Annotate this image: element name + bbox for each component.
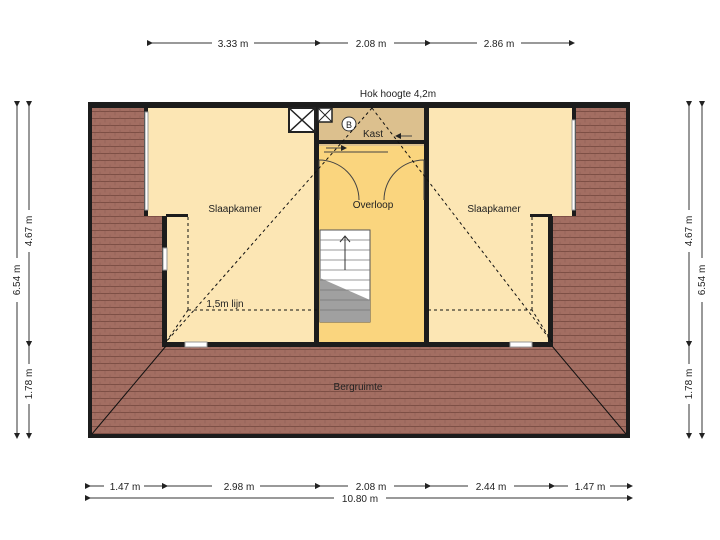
ventilation-box-icon bbox=[288, 107, 333, 133]
dim-bottom-2: 2.98 m bbox=[224, 482, 255, 493]
dim-bottom-1: 1.47 m bbox=[110, 482, 141, 493]
kast-area bbox=[318, 108, 428, 146]
staircase-icon bbox=[319, 229, 371, 323]
dim-right-total: 6.54 m bbox=[697, 265, 708, 296]
annotation-15m-lijn: 1,5m lijn bbox=[206, 299, 243, 310]
dim-left-upper: 4.67 m bbox=[24, 216, 35, 247]
slaapkamer-right-area bbox=[428, 108, 574, 342]
slaapkamer-left-area bbox=[148, 108, 318, 342]
bergruimte-area bbox=[88, 346, 630, 438]
dim-top-1: 3.33 m bbox=[218, 39, 249, 50]
dimension-left bbox=[14, 101, 32, 439]
room-label-bergruimte: Bergruimte bbox=[334, 382, 383, 393]
annotation-hok-hoogte: Hok hoogte 4,2m bbox=[360, 89, 436, 100]
bergruimte-lines bbox=[91, 345, 627, 435]
dim-bottom-3: 2.08 m bbox=[356, 482, 387, 493]
boiler-icon: B bbox=[341, 116, 357, 132]
dim-bottom-4: 2.44 m bbox=[476, 482, 507, 493]
room-label-slaapkamer-right: Slaapkamer bbox=[467, 204, 521, 215]
roof-lines bbox=[165, 107, 553, 343]
dimension-right bbox=[686, 101, 705, 439]
svg-text:B: B bbox=[346, 120, 352, 130]
doors bbox=[318, 133, 425, 201]
windows bbox=[144, 111, 576, 348]
dim-left-total: 6.54 m bbox=[12, 265, 23, 296]
dimension-bottom bbox=[85, 483, 633, 501]
dim-top-3: 2.86 m bbox=[484, 39, 515, 50]
dim-right-upper: 4.67 m bbox=[684, 216, 695, 247]
dim-bottom-5: 1.47 m bbox=[575, 482, 606, 493]
dim-right-lower: 1.78 m bbox=[684, 369, 695, 400]
dim-left-lower: 1.78 m bbox=[24, 369, 35, 400]
room-label-overloop: Overloop bbox=[353, 200, 394, 211]
room-label-kast: Kast bbox=[363, 129, 383, 140]
dim-top-2: 2.08 m bbox=[356, 39, 387, 50]
room-label-slaapkamer-left: Slaapkamer bbox=[208, 204, 262, 215]
dim-bottom-total: 10.80 m bbox=[342, 494, 378, 505]
